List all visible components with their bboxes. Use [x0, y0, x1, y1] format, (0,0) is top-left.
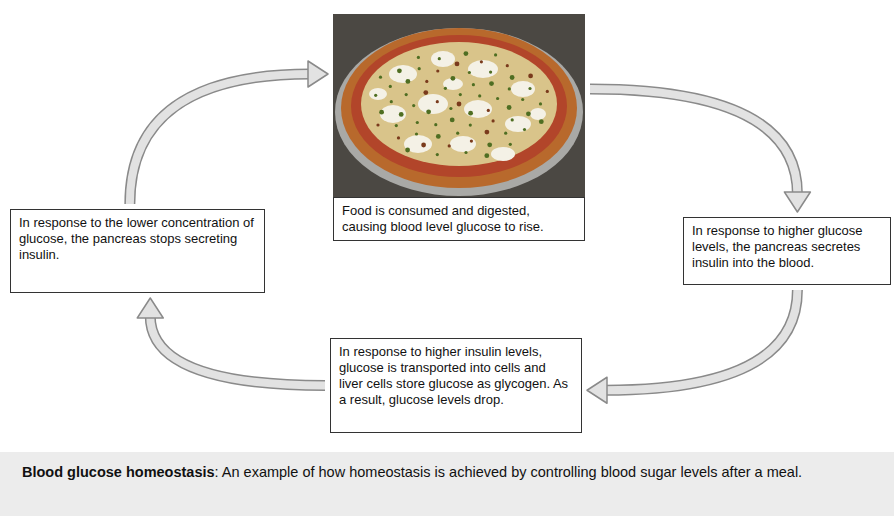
text-box: In response to higher glucose levels, th…	[683, 217, 891, 285]
figure-caption: Blood glucose homeostasis: An example of…	[22, 462, 882, 483]
arrow-body	[130, 74, 310, 204]
text-box: In response to higher insulin levels, gl…	[330, 338, 582, 433]
arrow-body	[605, 290, 797, 390]
arrow-outline	[130, 74, 310, 204]
arrow-head	[137, 298, 163, 318]
step-text: In response to higher insulin levels, gl…	[339, 344, 573, 407]
pizza-photo	[333, 14, 585, 197]
caption-band	[0, 452, 894, 516]
step-text: In response to the lower concentration o…	[19, 215, 256, 263]
process-box: In response to higher glucose levels, th…	[683, 217, 891, 285]
curved-arrow	[590, 89, 810, 212]
step-text: Food is consumed and digested, causing b…	[342, 203, 576, 235]
step-text: In response to higher glucose levels, th…	[692, 223, 882, 271]
process-box: In response to the lower concentration o…	[10, 209, 265, 293]
text-box: In response to the lower concentration o…	[10, 209, 265, 293]
arrow-head	[784, 192, 810, 212]
process-box: In response to higher insulin levels, gl…	[330, 338, 582, 433]
arrow-outline	[605, 290, 797, 390]
arrow-head	[308, 61, 328, 87]
arrow-outline	[590, 89, 797, 194]
food-step: Food is consumed and digested, causing b…	[333, 14, 585, 241]
arrow-body	[590, 89, 797, 194]
curved-arrow	[130, 61, 328, 204]
curved-arrow	[137, 298, 325, 386]
curved-arrow	[587, 290, 797, 403]
arrow-outline	[150, 316, 325, 386]
arrow-head	[587, 377, 607, 403]
text-box: Food is consumed and digested, causing b…	[333, 197, 585, 241]
arrow-body	[150, 316, 325, 386]
